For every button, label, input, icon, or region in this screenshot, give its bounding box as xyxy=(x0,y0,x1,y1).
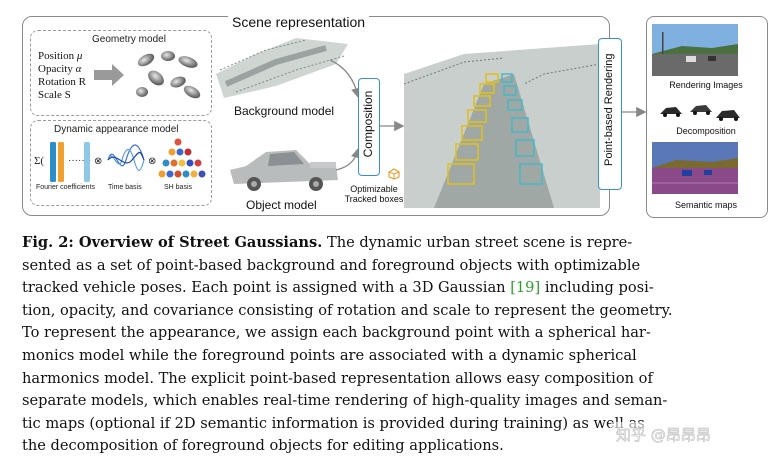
point-based-rendering-box xyxy=(598,38,622,190)
fourier-sh-diagram-icon: Σ( ······· ⊗ ⊗ xyxy=(34,138,206,182)
caption-line-8: separate models, which enables real-time… xyxy=(22,392,668,410)
caption-line-1: Fig. 2: Overview of Street Gaussians. Th… xyxy=(22,234,633,251)
rendering-image xyxy=(652,24,738,76)
background-point-cloud-image xyxy=(216,38,348,98)
composition-label: Composition xyxy=(361,90,375,158)
zhihu-watermark-logo: 知乎 @昂昂昂 xyxy=(610,422,770,446)
dynamic-appearance-title: Dynamic appearance model xyxy=(54,124,179,135)
decomposition-cars-icon xyxy=(660,105,740,121)
semantic-map-image xyxy=(652,142,738,194)
object-point-cloud-image xyxy=(230,150,338,191)
caption-line-10: the decomposition of foreground objects … xyxy=(22,437,504,455)
caption-line-6: monics model while the foreground points… xyxy=(22,346,637,364)
caption-line-9: tic maps (optional if 2D semantic inform… xyxy=(22,414,645,432)
scene-representation-title: Scene representation xyxy=(228,14,370,30)
time-basis-caption: Time basis xyxy=(108,184,142,191)
tracked-label-line-2: Tracked boxes xyxy=(344,194,404,204)
decomposition-label: Decomposition xyxy=(676,126,736,136)
param-opacity: Opacity α xyxy=(38,63,82,75)
figure-caption: Fig. 2: Overview of Street Gaussians. Th… xyxy=(22,232,740,458)
svg-text:⊗: ⊗ xyxy=(94,156,102,167)
caption-line-7: harmonics model. The explicit point-base… xyxy=(22,369,653,387)
geometry-model-title: Geometry model xyxy=(92,34,166,45)
gaussian-ellipsoids-icon xyxy=(136,51,201,99)
svg-text:·······: ······· xyxy=(68,155,91,166)
citation-link[interactable]: [19] xyxy=(510,279,541,297)
geometry-arrow-icon xyxy=(94,64,124,86)
semantic-maps-label: Semantic maps xyxy=(674,200,738,210)
tracked-boxes-label: Optimizable Tracked boxes xyxy=(334,184,414,204)
fourier-coefficients-caption: Fourier coefficients xyxy=(36,184,96,191)
point-based-rendering-label: Point-based Rendering xyxy=(603,53,615,166)
svg-text:⊗: ⊗ xyxy=(148,156,156,167)
geometry-model-box xyxy=(30,30,212,116)
composed-scene-image xyxy=(404,44,600,208)
sh-basis-caption: SH basis xyxy=(164,184,193,191)
svg-text:Σ(: Σ( xyxy=(34,155,44,167)
caption-label: Fig. 2: Overview of Street Gaussians. xyxy=(22,234,323,251)
param-position: Position μ xyxy=(38,50,83,62)
dynamic-appearance-box xyxy=(30,120,212,206)
composition-box xyxy=(358,78,380,176)
tracked-box-icon xyxy=(388,168,400,180)
caption-line-3: tracked vehicle poses. Each point is ass… xyxy=(22,279,654,297)
object-model-label: Object model xyxy=(244,198,319,212)
svg-text:知乎 @昂昂昂: 知乎 @昂昂昂 xyxy=(616,426,711,444)
background-model-label: Background model xyxy=(234,104,335,118)
outputs-panel xyxy=(646,16,768,218)
param-rotation: Rotation R xyxy=(38,76,86,88)
rendering-images-label: Rendering Images xyxy=(669,80,743,90)
caption-line-4: tion, opacity, and covariance consisting… xyxy=(22,301,673,319)
caption-line-2: sented as a set of point-based backgroun… xyxy=(22,256,641,274)
param-scale: Scale S xyxy=(38,89,71,101)
caption-line-5: To represent the appearance, we assign e… xyxy=(22,324,651,342)
tracked-label-line-1: Optimizable xyxy=(350,184,398,194)
